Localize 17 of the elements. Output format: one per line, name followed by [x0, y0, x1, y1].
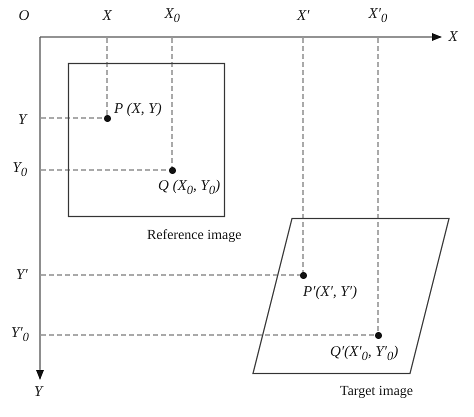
- axis-tick-label: Y: [18, 112, 26, 128]
- axis-tick-label: X′: [297, 8, 310, 24]
- axis-tick-label: Y′: [16, 267, 28, 283]
- axis-tick-label: X$_{0}$: [164, 6, 180, 26]
- axis-tick-label: X: [102, 8, 112, 24]
- point-label: Q′(X′$_{0}$, Y′$_{0}$): [330, 344, 398, 364]
- point-label: P (X, Y): [114, 101, 162, 117]
- point-label: Q (X$_{0}$, Y$_{0}$): [158, 178, 220, 198]
- origin-label: O: [18, 8, 30, 24]
- axis-tick-label: X′$_{0}$: [368, 6, 388, 26]
- axis-label: Y: [34, 384, 42, 400]
- axis-tick-label: Y′$_{0}$: [11, 325, 29, 345]
- axis-tick-label: Y$_{0}$: [12, 160, 28, 180]
- image-caption: Reference image: [147, 228, 242, 244]
- point-label: P′(X′, Y′): [303, 284, 358, 300]
- image-caption: Target image: [340, 384, 414, 400]
- axis-label: X: [448, 29, 458, 45]
